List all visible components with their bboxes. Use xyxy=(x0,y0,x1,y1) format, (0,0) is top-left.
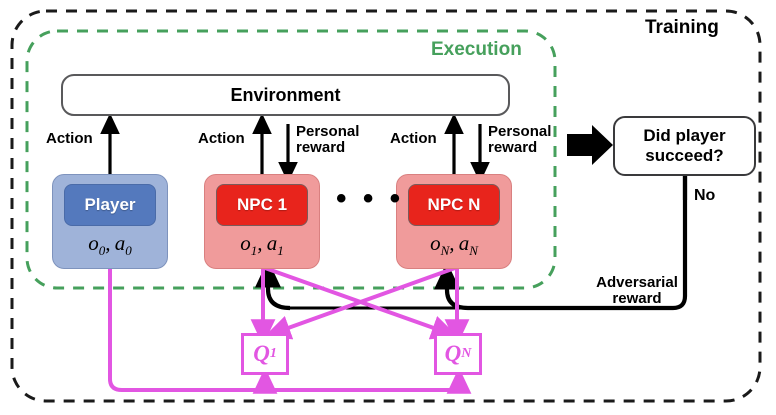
training-label: Training xyxy=(645,17,719,38)
agent-observation-npc-n: oN, aN xyxy=(430,230,478,258)
personal-reward-n-line1: Personal xyxy=(488,123,552,140)
decision-label: Did player succeed? xyxy=(643,126,725,165)
label-action-npcn: Action xyxy=(390,130,437,147)
agent-header-label: NPC N xyxy=(427,195,481,214)
agent-header-npc-1: NPC 1 xyxy=(216,184,308,226)
agent-header-label: Player xyxy=(84,195,136,214)
execution-label: Execution xyxy=(431,39,522,60)
label-personal-reward-npcn: Personal reward xyxy=(488,124,551,156)
personal-reward-line1: Personal xyxy=(296,123,360,140)
agent-header-label: NPC 1 xyxy=(236,195,288,214)
decision-line2: succeed? xyxy=(645,146,724,165)
label-personal-reward-npc1: Personal reward xyxy=(296,124,359,156)
label-action-npc1: Action xyxy=(198,130,245,147)
arrow-adversarial-to-npc1 xyxy=(254,259,291,311)
agents-ellipsis: • • • xyxy=(336,182,405,215)
training-boundary xyxy=(10,9,762,403)
environment-box: Environment xyxy=(61,74,510,116)
adversarial-line1: Adversarial xyxy=(596,274,678,291)
agent-observation-player: o0, a0 xyxy=(88,230,132,258)
environment-label: Environment xyxy=(230,84,341,105)
adversarial-line2: reward xyxy=(612,289,662,307)
agent-node-player[interactable]: Player o0, a0 xyxy=(52,174,168,269)
path-adversarial-reward xyxy=(468,176,688,311)
personal-reward-n-line2: reward xyxy=(488,138,538,156)
path-player-to-critics-bus xyxy=(108,268,455,392)
agent-header-npc-n: NPC N xyxy=(408,184,500,226)
decision-box[interactable]: Did player succeed? xyxy=(613,116,756,176)
label-action-player: Action xyxy=(46,130,93,147)
agent-node-npc-1[interactable]: NPC 1 o1, a1 xyxy=(204,174,320,269)
personal-reward-line2: reward xyxy=(296,138,346,156)
agent-header-player: Player xyxy=(64,184,156,226)
arrow-bus-to-qn xyxy=(446,367,472,394)
path-npc1-to-qn xyxy=(264,266,458,340)
decision-line1: Did player xyxy=(643,126,726,146)
arrow-to-decision xyxy=(567,125,613,165)
path-npcn-to-q1 xyxy=(264,266,456,340)
agent-node-npc-n[interactable]: NPC N oN, aN xyxy=(396,174,512,269)
label-adversarial-reward: Adversarial reward xyxy=(577,275,697,307)
agent-observation-npc-1: o1, a1 xyxy=(240,230,284,258)
label-no: No xyxy=(694,187,716,204)
